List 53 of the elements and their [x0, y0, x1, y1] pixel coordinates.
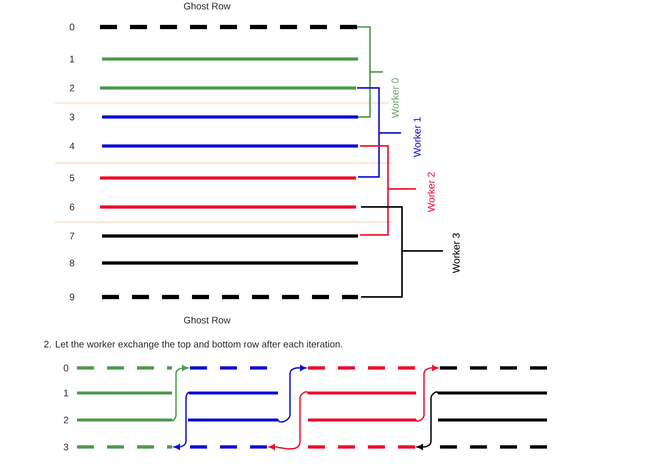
row-number: 7 [70, 232, 74, 240]
bracket-label: Worker 1 [413, 117, 421, 158]
instruction-text: 2. Let the worker exchange the top and bottom row after each iteration. [44, 340, 342, 350]
ghost-row-line [100, 24, 357, 30]
bracket-label: Worker 3 [452, 233, 460, 274]
row-number: 3 [70, 114, 74, 120]
row-number: 6 [70, 204, 74, 210]
arrow [268, 391, 309, 450]
row-line [102, 115, 358, 119]
ghost-row-line [440, 366, 547, 370]
row-number: 0 [70, 24, 74, 30]
ghost-row-line [308, 366, 415, 370]
row-caption: Ghost Row [184, 316, 231, 324]
row-line [438, 418, 547, 422]
ghost-row-line [308, 445, 415, 449]
row-line [77, 418, 172, 422]
row-line [102, 261, 358, 265]
arrow [416, 391, 439, 450]
row-line [188, 418, 278, 422]
ghost-row-line [77, 445, 172, 449]
row-line [308, 391, 416, 394]
ghost-row-line [190, 445, 267, 449]
row-number: 1 [64, 390, 68, 396]
row-line [102, 144, 358, 148]
row-number: 9 [70, 294, 74, 300]
row-number: 8 [70, 260, 74, 266]
ghost-row-line [77, 366, 172, 370]
ghost-row-line [440, 445, 547, 449]
row-caption: Ghost Row [184, 2, 231, 10]
row-number: 5 [70, 174, 74, 182]
arrow [174, 392, 190, 450]
row-line [102, 57, 358, 61]
row-line [100, 205, 356, 209]
row-line [308, 418, 416, 422]
arrow [277, 365, 306, 423]
row-line [438, 391, 547, 394]
row-number: 0 [64, 364, 68, 372]
bracket-label: Worker 2 [427, 172, 435, 212]
row-line [189, 391, 278, 394]
row-number: 1 [70, 56, 74, 62]
row-number: 3 [64, 444, 68, 450]
row-number: 2 [64, 416, 68, 424]
ghost-row-line [190, 366, 267, 370]
ghost-row-line [102, 294, 358, 300]
row-line [100, 86, 356, 90]
row-line [77, 391, 172, 394]
row-line [100, 176, 356, 180]
row-line [102, 234, 358, 238]
row-number: 4 [70, 142, 74, 150]
bracket-label: Worker 0 [391, 78, 399, 118]
arrow [415, 365, 438, 422]
row-number: 2 [70, 84, 74, 92]
arrow [171, 365, 188, 422]
